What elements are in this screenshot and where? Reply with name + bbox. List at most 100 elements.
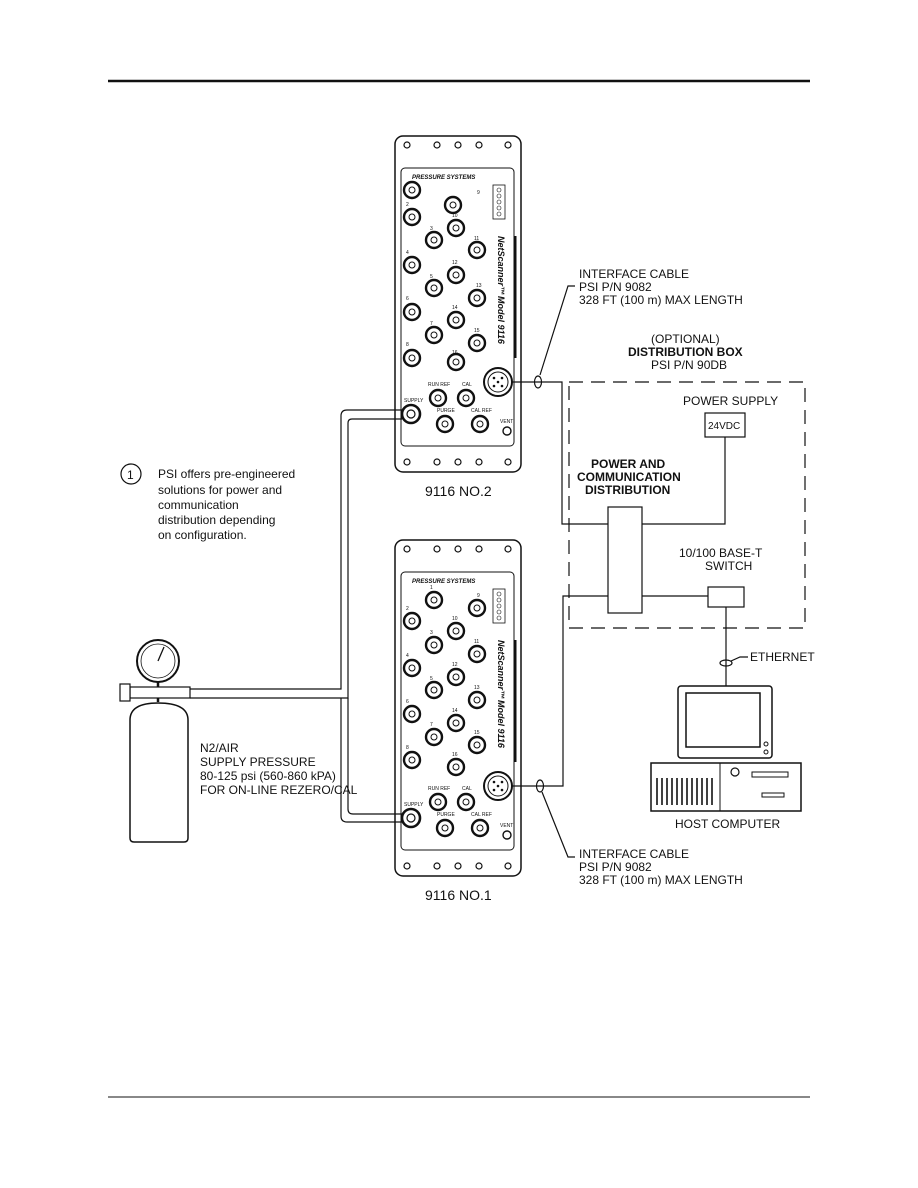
vent-label: VENT xyxy=(500,823,513,829)
port-label: 8 xyxy=(406,745,409,751)
pressure-port xyxy=(446,621,466,641)
port-label: 12 xyxy=(452,260,458,266)
power-comm-distribution-block xyxy=(607,506,643,614)
pressure-port xyxy=(424,325,444,345)
cal-label: CAL xyxy=(462,786,472,792)
supply-label: SUPPLY xyxy=(404,802,424,808)
supply-line-4: FOR ON-LINE REZERO/CAL xyxy=(200,783,358,797)
pressure-port xyxy=(424,635,444,655)
cable-bottom-line-2: PSI P/N 9082 xyxy=(579,860,652,874)
note-line-5: on configuration. xyxy=(158,528,247,542)
port-label: 11 xyxy=(474,639,479,645)
pressure-port xyxy=(424,278,444,298)
pressure-port xyxy=(402,658,422,678)
interface-cable-bottom-label: INTERFACE CABLE PSI P/N 9082 328 FT (100… xyxy=(579,847,743,887)
cable-bottom-line-3: 328 FT (100 m) MAX LENGTH xyxy=(579,873,743,887)
port-label: 4 xyxy=(406,653,409,659)
note-number-circle xyxy=(120,463,142,485)
supply-line-2: SUPPLY PRESSURE xyxy=(200,755,316,769)
pressure-port xyxy=(402,750,422,770)
scanner-top: PRESSURE SYSTEMS NetScanner™ Model 9116 xyxy=(394,135,522,473)
port-label: 13 xyxy=(476,283,482,289)
note-number: 1 xyxy=(127,468,134,482)
distribution-wiring xyxy=(642,437,748,690)
pressure-port xyxy=(424,230,444,250)
vent-label: VENT xyxy=(500,419,513,425)
port-label: 3 xyxy=(430,226,433,232)
cal-port xyxy=(456,388,476,408)
port-label: 7 xyxy=(430,321,433,327)
port-label: 5 xyxy=(430,676,433,682)
power-supply-voltage: 24VDC xyxy=(708,421,740,432)
network-switch-block xyxy=(707,586,745,608)
dist-box-line-1: (OPTIONAL) xyxy=(651,332,720,346)
run-ref-label: RUN REF xyxy=(428,382,450,388)
scanner-bottom-connector xyxy=(483,771,513,801)
cable-top-line-3: 328 FT (100 m) MAX LENGTH xyxy=(579,293,743,307)
scanner-bottom-model-number: Model 9116 xyxy=(496,700,506,749)
scanner-bottom-model-name: NetScanner™ xyxy=(496,640,506,699)
pressure-port xyxy=(446,310,466,330)
pressure-port xyxy=(467,288,487,308)
pressure-port xyxy=(467,644,487,664)
pressure-port xyxy=(467,240,487,260)
cal-ref-label: CAL REF xyxy=(471,408,492,414)
port-label: 9 xyxy=(477,190,480,196)
interface-cable-top-label: INTERFACE CABLE PSI P/N 9082 328 FT (100… xyxy=(579,267,743,307)
port-label: 11 xyxy=(474,236,479,242)
interface-cables xyxy=(512,285,608,858)
scanner-top-control-ports xyxy=(400,388,512,436)
supply-label: SUPPLY xyxy=(404,398,424,404)
run-ref-port xyxy=(428,388,448,408)
supply-pressure-note: N2/AIR SUPPLY PRESSURE 80-125 psi (560-8… xyxy=(200,741,358,797)
host-computer-label: HOST COMPUTER xyxy=(675,817,780,831)
switch-label: 10/100 BASE-T SWITCH xyxy=(679,546,763,573)
pressure-port xyxy=(402,180,422,200)
pressure-port xyxy=(446,713,466,733)
power-comm-line-1: POWER AND xyxy=(591,457,666,471)
pressure-port xyxy=(402,302,422,322)
port-label: 8 xyxy=(406,342,409,348)
port-label: 15 xyxy=(474,730,480,736)
supply-port xyxy=(400,807,422,829)
port-label: 14 xyxy=(452,708,458,714)
scanner-top-caption: 9116 NO.2 xyxy=(425,483,492,499)
scanner-bottom-ports xyxy=(402,590,487,777)
supply-line-1: N2/AIR xyxy=(200,741,239,755)
config-note: 1 PSI offers pre-engineered solutions fo… xyxy=(120,463,295,542)
pressure-port xyxy=(402,704,422,724)
port-label: 4 xyxy=(406,250,409,256)
purge-port xyxy=(435,818,455,838)
pressure-port xyxy=(446,757,466,777)
switch-line-1: 10/100 BASE-T xyxy=(679,546,763,560)
port-label: 5 xyxy=(430,274,433,280)
port-label: 10 xyxy=(452,616,458,622)
host-computer-icon xyxy=(650,685,802,812)
power-supply-block xyxy=(704,412,746,438)
cable-top-line-1: INTERFACE CABLE xyxy=(579,267,689,281)
cal-ref-port xyxy=(470,818,490,838)
supply-port xyxy=(400,403,422,425)
switch-line-2: SWITCH xyxy=(705,559,752,573)
pressure-port xyxy=(446,265,466,285)
scanner-bottom-caption: 9116 NO.1 xyxy=(425,887,492,903)
port-label: 1 xyxy=(430,585,433,591)
cal-port xyxy=(456,792,476,812)
vent-port xyxy=(502,426,512,436)
scanner-top-connector xyxy=(483,367,513,397)
run-ref-label: RUN REF xyxy=(428,786,450,792)
pressure-port xyxy=(402,207,422,227)
cylinder-body xyxy=(129,702,189,843)
pressure-port xyxy=(424,680,444,700)
port-label: 7 xyxy=(430,722,433,728)
cable-bottom-line-1: INTERFACE CABLE xyxy=(579,847,689,861)
pressure-port xyxy=(443,195,463,215)
vent-port xyxy=(502,830,512,840)
scanner-bottom: PRESSURE SYSTEMS NetScanner™ Model 9116 xyxy=(394,539,522,877)
ethernet-label: ETHERNET xyxy=(750,650,815,664)
port-label: 6 xyxy=(406,296,409,302)
pressure-port xyxy=(467,735,487,755)
purge-port xyxy=(435,414,455,434)
port-label: 13 xyxy=(474,685,480,691)
